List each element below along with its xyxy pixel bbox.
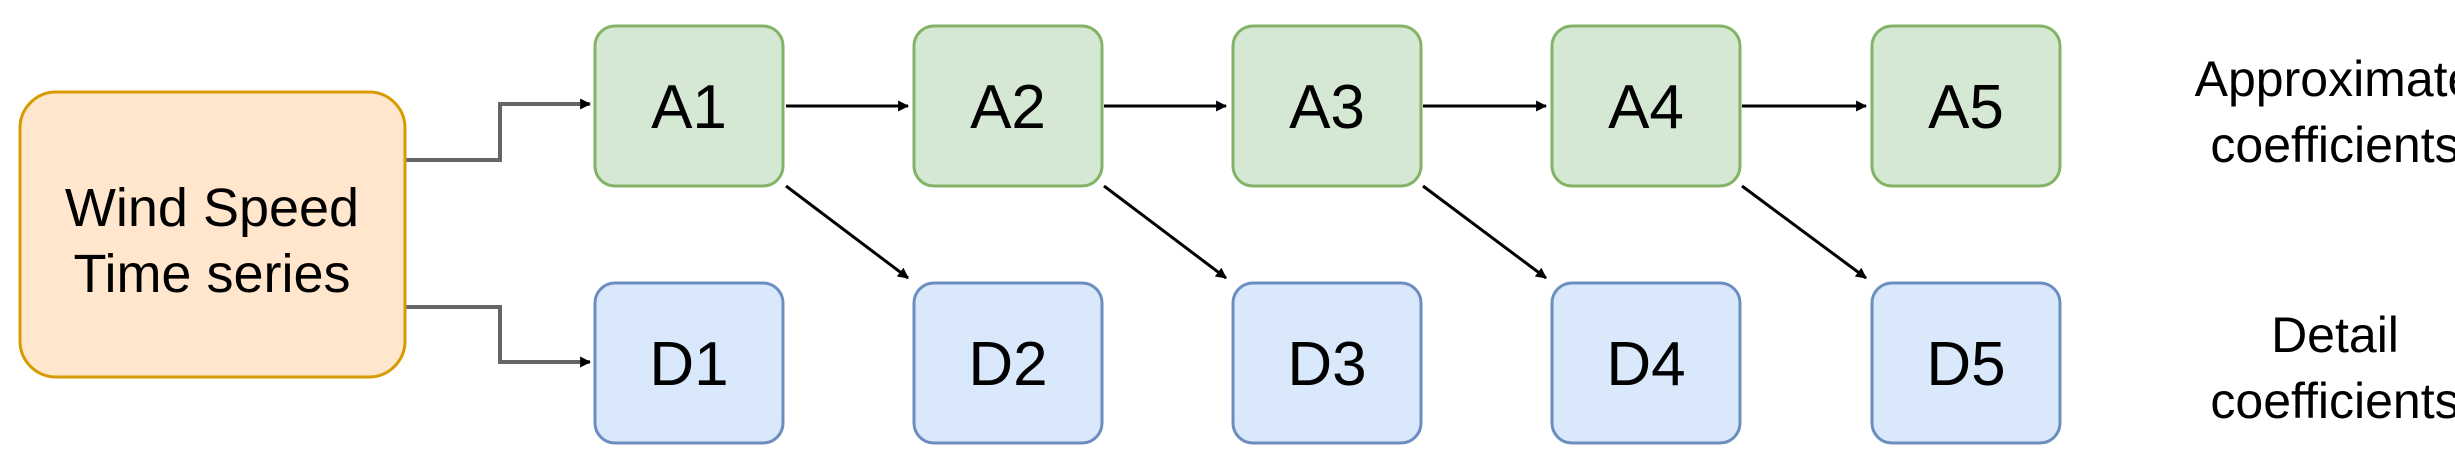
source-node: Wind Speed Time series xyxy=(18,90,407,379)
a4-to-d5-arrow xyxy=(1741,184,1867,280)
detail-node-box xyxy=(1870,281,2062,445)
source-label-line1: Wind Speed xyxy=(65,178,359,238)
a3-to-d4-arrow xyxy=(1422,184,1547,280)
approx-node-5: A5 xyxy=(1870,24,2062,188)
approximate-row: A1 A2 A3 A4 A5 xyxy=(593,24,2062,188)
detail-row: D1 D2 D3 D4 D5 xyxy=(593,281,2062,445)
detail-node-box xyxy=(1231,281,1423,445)
source-to-d1-connector xyxy=(405,305,592,368)
approx-node-box xyxy=(1870,24,2062,188)
approx-node-3: A3 xyxy=(1231,24,1423,188)
approx-node-box xyxy=(593,24,785,188)
detail-node-label: D4 xyxy=(1606,330,1685,399)
detail-node-1: D1 xyxy=(593,281,785,445)
detail-node-label: D2 xyxy=(968,330,1047,399)
approx-node-box xyxy=(912,24,1104,188)
detail-node-label: D1 xyxy=(649,330,728,399)
approx-legend-line2: coefficients xyxy=(2210,117,2455,173)
detail-node-5: D5 xyxy=(1870,281,2062,445)
source-to-a1-connector xyxy=(405,98,592,162)
approx-node-label: A2 xyxy=(970,73,1046,142)
approx-legend-line1: Approximate xyxy=(2195,51,2455,107)
detail-legend-line1: Detail xyxy=(2271,307,2399,363)
approx-node-box xyxy=(1231,24,1423,188)
detail-node-4: D4 xyxy=(1550,281,1742,445)
approx-node-box xyxy=(1550,24,1742,188)
approx-node-label: A4 xyxy=(1608,73,1684,142)
approx-node-label: A5 xyxy=(1928,73,2004,142)
detail-node-label: D3 xyxy=(1287,330,1366,399)
detail-node-2: D2 xyxy=(912,281,1104,445)
source-label-line2: Time series xyxy=(73,244,350,304)
approx-node-4: A4 xyxy=(1550,24,1742,188)
approx-node-label: A1 xyxy=(651,73,727,142)
a1-to-d2-arrow xyxy=(785,184,909,280)
detail-node-box xyxy=(593,281,785,445)
approx-node-label: A3 xyxy=(1289,73,1365,142)
detail-node-box xyxy=(912,281,1104,445)
a2-to-d3-arrow xyxy=(1103,184,1227,280)
detail-node-label: D5 xyxy=(1926,330,2005,399)
detail-legend-line2: coefficients xyxy=(2210,373,2455,429)
approx-node-1: A1 xyxy=(593,24,785,188)
detail-node-box xyxy=(1550,281,1742,445)
detail-node-3: D3 xyxy=(1231,281,1423,445)
approx-node-2: A2 xyxy=(912,24,1104,188)
